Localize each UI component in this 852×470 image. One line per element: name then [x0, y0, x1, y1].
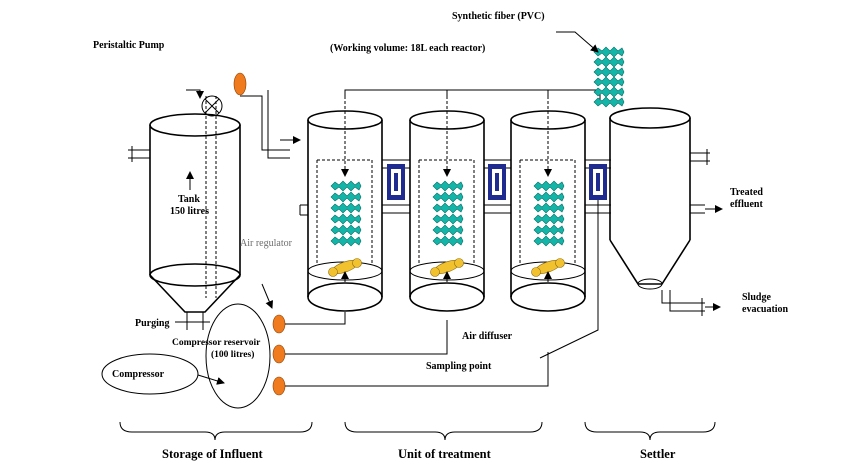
sampling-point-label: Sampling point — [426, 361, 492, 372]
air-line-1 — [285, 312, 346, 325]
baffle-3-icon — [589, 164, 607, 200]
settler — [609, 107, 723, 316]
compressor-reservoir-volume-label: (100 litres) — [211, 349, 254, 360]
peristaltic-pump-icon — [186, 89, 223, 117]
purging-label: Purging — [135, 318, 169, 329]
brace-settler — [584, 421, 716, 441]
compressor-reservoir — [205, 303, 271, 409]
pump-valve-icon — [233, 72, 247, 96]
peristaltic-pump-label: Peristaltic Pump — [93, 40, 165, 51]
synthetic-fiber-label: Synthetic fiber (PVC) — [452, 11, 545, 22]
air-regulator-label: Air regulator — [240, 238, 293, 249]
working-volume-label: (Working volume: 18L each reactor) — [330, 43, 485, 54]
reactor-2-fiber-icon — [432, 180, 464, 247]
section-settler-label: Settler — [640, 447, 676, 461]
tank-label: Tank — [178, 194, 200, 205]
treated-effluent-label-2: effluent — [730, 199, 763, 210]
baffle-2-icon — [488, 164, 506, 200]
air-line-3 — [285, 352, 549, 387]
reactor-2 — [409, 110, 485, 312]
air-diffuser-label: Air diffuser — [462, 331, 513, 342]
storage-tank — [128, 96, 241, 330]
tank-volume-label: 150 litres — [170, 206, 209, 217]
air-valve-2-icon — [272, 344, 286, 364]
brace-storage — [119, 421, 313, 441]
air-line-2 — [285, 320, 448, 355]
feed-pipe — [240, 95, 290, 151]
reactor-1-fiber-icon — [330, 180, 362, 247]
air-valve-1-icon — [272, 314, 286, 334]
section-storage-label: Storage of Influent — [162, 447, 264, 461]
treated-effluent-label: Treated — [730, 187, 763, 198]
compressor-label: Compressor — [112, 369, 165, 380]
synthetic-fiber-icon — [593, 46, 625, 108]
sampling-line — [539, 200, 599, 359]
baffle-1-icon — [387, 164, 405, 200]
top-distribution-line — [344, 89, 601, 100]
section-treatment-label: Unit of treatment — [398, 447, 492, 461]
sludge-evacuation-label-2: evacuation — [742, 304, 789, 315]
compressor — [101, 353, 199, 395]
reactor-3-fiber-icon — [533, 180, 565, 247]
sludge-evacuation-label: Sludge — [742, 292, 771, 303]
air-valve-3-icon — [272, 376, 286, 396]
compressor-reservoir-label: Compressor reservoir — [172, 338, 261, 348]
brace-treatment — [344, 421, 543, 441]
